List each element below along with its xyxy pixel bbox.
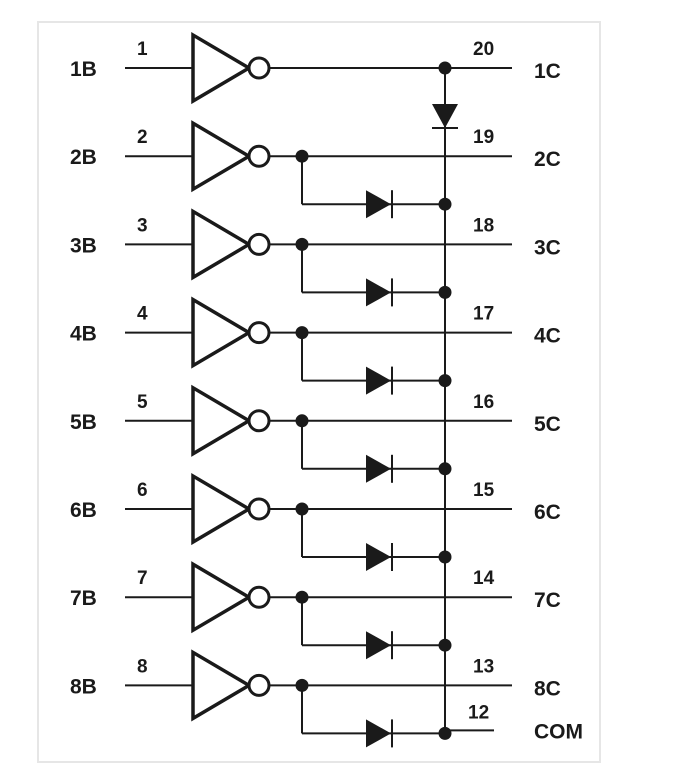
junction-dot xyxy=(438,61,452,75)
input-label: 7B xyxy=(70,587,97,610)
inverter-gate xyxy=(191,31,253,105)
clamp-diode xyxy=(366,366,391,395)
inverter-bubble xyxy=(247,144,271,168)
inverter-bubble xyxy=(247,409,271,433)
inverter-bubble xyxy=(247,585,271,609)
input-pin-number: 3 xyxy=(137,215,148,236)
junction-dot xyxy=(438,462,452,476)
common-pin-number: 12 xyxy=(468,702,489,723)
input-pin-number: 6 xyxy=(137,480,148,501)
input-pin-number: 1 xyxy=(137,39,148,60)
input-label: 2B xyxy=(70,146,97,169)
input-label: 3B xyxy=(70,234,97,257)
output-label: 5C xyxy=(534,413,561,436)
inverter-bubble xyxy=(247,232,271,256)
bus-diode xyxy=(432,104,458,128)
inverter-gate xyxy=(191,561,253,634)
inverter-gate xyxy=(191,296,253,369)
input-pin-number: 4 xyxy=(137,304,148,325)
input-label: 5B xyxy=(70,411,97,434)
output-pin-number: 20 xyxy=(473,39,494,60)
inverter-gate xyxy=(191,472,253,546)
clamp-diode xyxy=(366,543,391,571)
clamp-diode xyxy=(366,719,391,748)
output-pin-number: 17 xyxy=(473,304,494,325)
clamp-diode xyxy=(366,278,391,307)
input-pin-number: 8 xyxy=(137,656,148,677)
input-label: 1B xyxy=(70,58,97,81)
diagram-frame xyxy=(37,21,601,763)
junction-dot xyxy=(438,285,452,299)
output-pin-number: 15 xyxy=(473,480,495,501)
common-label: COM xyxy=(534,720,583,743)
inverter-gate xyxy=(191,384,253,457)
junction-dot xyxy=(438,726,452,740)
input-label: 6B xyxy=(70,499,97,522)
output-pin-number: 16 xyxy=(473,392,494,413)
clamp-diode xyxy=(366,190,391,219)
output-label: 1C xyxy=(534,60,561,83)
input-pin-number: 5 xyxy=(137,392,148,413)
junction-dot xyxy=(438,197,452,211)
junction-dot xyxy=(438,550,452,564)
inverter-bubble xyxy=(247,673,271,697)
inverter-bubble xyxy=(247,321,271,345)
junction-dot xyxy=(438,374,452,388)
inverter-bubble xyxy=(247,497,271,521)
output-label: 3C xyxy=(534,236,561,259)
output-label: 8C xyxy=(534,677,561,700)
output-label: 4C xyxy=(534,325,561,348)
circuit: 1B 1 20 1C 2B 2 19 2C 3B 3 18 3C 4B 4 17 4C 5B 5 16 5C 6B 6 15… xyxy=(70,31,583,748)
output-label: 2C xyxy=(534,148,561,171)
output-pin-number: 19 xyxy=(473,127,494,148)
output-pin-number: 14 xyxy=(473,568,495,589)
inverter-gate xyxy=(191,649,253,722)
output-label: 7C xyxy=(534,589,561,612)
inverter-gate xyxy=(191,208,253,281)
input-pin-number: 2 xyxy=(137,127,148,148)
clamp-diode xyxy=(366,631,391,660)
inverter-bubble xyxy=(247,56,271,80)
input-label: 4B xyxy=(70,323,97,346)
clamp-diode xyxy=(366,454,391,483)
inverter-gate xyxy=(191,120,253,193)
output-pin-number: 13 xyxy=(473,656,494,677)
output-pin-number: 18 xyxy=(473,215,494,236)
input-pin-number: 7 xyxy=(137,568,148,589)
output-label: 6C xyxy=(534,501,561,524)
junction-dot xyxy=(438,638,452,652)
input-label: 8B xyxy=(70,675,97,698)
